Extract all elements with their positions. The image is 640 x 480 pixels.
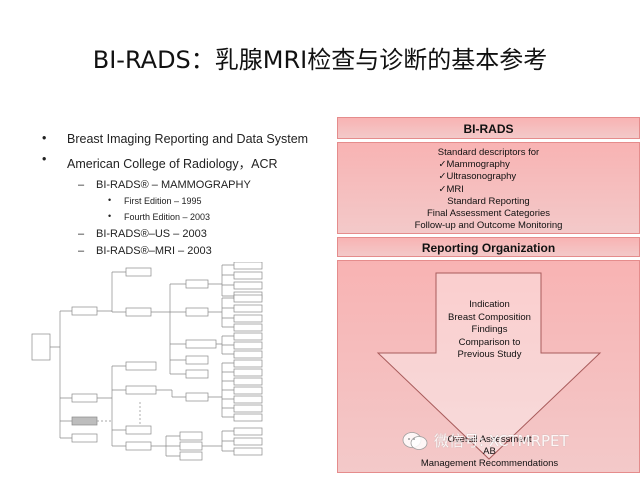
mindmap-leaf (233, 447, 263, 456)
mindmap-leaf (233, 341, 263, 350)
mindmap-leaf (233, 281, 263, 290)
mindmap-node (71, 433, 98, 443)
bullet-acr: American College of Radiology，ACR (40, 152, 340, 172)
mindmap-leaf (233, 404, 263, 413)
management-recommendations: Management Recommendations (420, 458, 559, 469)
mindmap-diagram (31, 262, 263, 461)
check-mammography: ✓Mammography (438, 159, 510, 171)
mindmap-leaf (233, 323, 263, 332)
item-indication: Indication (469, 299, 510, 310)
watermark-text: 微信号: XCTMRPET (434, 432, 569, 450)
mindmap-node (125, 425, 152, 435)
item-findings: Findings (471, 324, 508, 336)
mindmap-leaf (233, 368, 263, 377)
mindmap-node (125, 267, 152, 277)
mindmap-leaf (233, 427, 263, 436)
ab-label: AB (483, 446, 496, 457)
final-assessment: Final Assessment Categories (426, 208, 551, 220)
birads-header: BI-RADS (463, 122, 514, 136)
arrow-contents: Indication Breast Composition Findings C… (338, 299, 640, 362)
mindmap-leaf (233, 377, 263, 386)
mindmap-node (185, 339, 217, 349)
check-ultrasonography: ✓Ultrasonography (438, 171, 517, 183)
mindmap-leaf (233, 294, 263, 303)
mindmap-leaf (233, 271, 263, 280)
mindmap-leaf (233, 332, 263, 341)
mindmap-node (179, 441, 203, 451)
mindmap-node (71, 416, 98, 426)
slide-title: BI-RADS：乳腺MRI检查与诊断的基本参考 (92, 46, 548, 74)
birads-panel: BI-RADS Standard descriptors for ✓Mammog… (337, 117, 640, 473)
item-comparison: Comparison to (458, 336, 521, 348)
bullet-first-edition: First Edition – 1995 (40, 195, 340, 206)
descriptors-text: Standard descriptors for ✓Mammography ✓U… (338, 147, 639, 232)
mindmap-leaf (233, 386, 263, 395)
reporting-organization-header: Reporting Organization (421, 241, 556, 255)
mindmap-node (71, 393, 98, 403)
mindmap-node (125, 361, 157, 371)
mindmap-node (179, 451, 203, 461)
bullet-mammography: BI-RADS® – MAMMOGRAPHY (40, 179, 340, 191)
mindmap-leaf (233, 304, 263, 313)
mindmap-node (125, 307, 152, 317)
overall-assessment: Overall Assessment (447, 434, 532, 445)
bullet-mri: BI-RADS®–MRI – 2003 (40, 245, 340, 257)
mindmap-root-node (31, 333, 51, 361)
mindmap-leaf (233, 314, 263, 323)
bottom-contents: Overall Assessment AB Management Recomme… (338, 434, 640, 470)
bullet-us: BI-RADS®–US – 2003 (40, 228, 340, 240)
mindmap-node (125, 385, 157, 395)
mindmap-node (125, 441, 152, 451)
mindmap-leaf (233, 437, 263, 446)
mindmap-node (185, 369, 209, 379)
down-arrow-icon (376, 272, 602, 460)
mindmap-leaf (233, 350, 263, 359)
mindmap-node (185, 279, 209, 289)
standard-descriptors-box: Standard descriptors for ✓Mammography ✓U… (337, 142, 640, 234)
reporting-organization-box: Reporting Organization (337, 237, 640, 257)
mindmap-leaf (233, 262, 263, 270)
mindmap-leaf (233, 395, 263, 404)
bullet-fourth-edition: Fourth Edition – 2003 (40, 211, 340, 222)
mindmap-node (179, 431, 203, 441)
mindmap-node (185, 355, 209, 365)
wechat-icon (402, 431, 428, 450)
standard-reporting: Standard Reporting (447, 195, 530, 207)
mindmap-node (71, 306, 98, 316)
mindmap-leaf (233, 359, 263, 368)
watermark: 微信号: XCTMRPET (402, 430, 569, 451)
item-breast-composition: Breast Composition (448, 311, 531, 323)
bullet-birads-full-name: Breast Imaging Reporting and Data System (40, 131, 340, 146)
mindmap-node (185, 307, 209, 317)
birads-header-box: BI-RADS (337, 117, 640, 139)
mindmap-node (185, 392, 209, 402)
follow-up: Follow-up and Outcome Monitoring (414, 220, 563, 232)
mindmap-leaf (233, 413, 263, 422)
descriptors-intro: Standard descriptors for (437, 147, 540, 158)
check-mri: ✓MRI (438, 183, 464, 195)
item-previous-study: Previous Study (457, 349, 522, 361)
bullet-list: Breast Imaging Reporting and Data System… (40, 131, 340, 262)
